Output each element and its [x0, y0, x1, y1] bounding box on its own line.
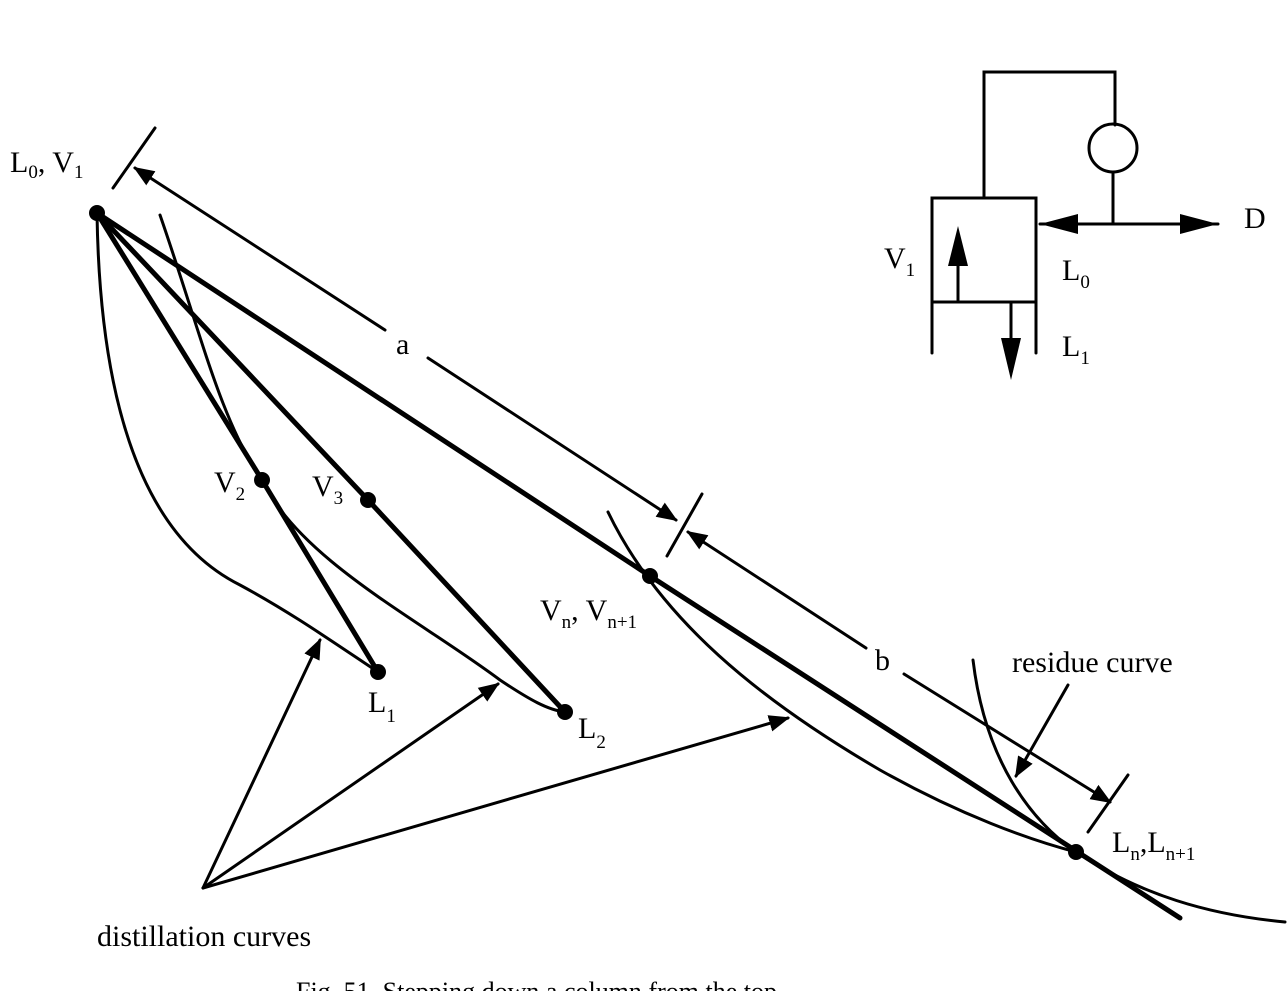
- residue-curve-pointer: [1014, 683, 1070, 778]
- dim-b-right-segment: [902, 672, 1112, 804]
- inset-label-v1: V1: [884, 242, 915, 281]
- figure-caption: Fig. 51. Stepping down a column from the…: [296, 977, 783, 991]
- point-v1: [89, 205, 105, 221]
- op-line-v2-l1: [259, 477, 381, 675]
- label-top: L0, V1: [10, 146, 83, 183]
- point-l1: [370, 664, 386, 680]
- dim-a-right-segment: [426, 356, 678, 522]
- label-l2: L2: [578, 712, 606, 753]
- distillate-arrow-icon: [1180, 214, 1218, 234]
- label-l1: L1: [368, 686, 396, 727]
- dimension-b: b: [665, 492, 1130, 834]
- pointer-curve-1: [201, 638, 322, 890]
- dim-b-label: b: [875, 644, 890, 677]
- distillation-curves: [95, 211, 1287, 924]
- label-ln: Ln,Ln+1: [1112, 826, 1195, 865]
- inset-label-l1: L1: [1062, 330, 1090, 369]
- column-top-inset: D V1 L0 L1: [884, 70, 1266, 380]
- operating-lines: [94, 210, 1183, 921]
- dim-a-left-segment: [133, 166, 387, 332]
- residue-curve-label: residue curve: [1012, 646, 1173, 679]
- inset-label-d: D: [1244, 202, 1266, 235]
- pointer-curve-2: [201, 682, 500, 890]
- point-vn: [642, 568, 658, 584]
- tie-line-v3-l2: [365, 497, 568, 715]
- tick-top: [111, 126, 157, 190]
- points: [89, 205, 1084, 860]
- tick-mid: [665, 492, 704, 558]
- liquid-down-arrow-icon: [1001, 338, 1021, 380]
- tie-line-v1-l1: [94, 210, 265, 483]
- condenser-icon: [1087, 122, 1139, 174]
- op-line-v1-v3: [94, 210, 371, 503]
- pointer-curve-n: [201, 715, 791, 890]
- distillation-curve-n: [606, 510, 1078, 854]
- vapor-up-arrow-icon: [948, 226, 968, 266]
- vapor-line: [982, 70, 1117, 198]
- op-line-v1-vn: [94, 210, 653, 579]
- label-vn: Vn, Vn+1: [540, 594, 637, 633]
- distillation-curves-label: distillation curves: [97, 920, 311, 953]
- tick-bottom: [1086, 773, 1130, 834]
- distillation-curve-2: [158, 213, 567, 714]
- point-l2: [557, 704, 573, 720]
- point-v3: [360, 492, 376, 508]
- label-v2: V2: [214, 466, 245, 505]
- point-ln: [1068, 844, 1084, 860]
- distillation-curve-1: [95, 211, 380, 674]
- top-stage-box: [930, 196, 1038, 304]
- tie-line-vn-ln: [647, 573, 1183, 921]
- dim-b-left-segment: [686, 530, 868, 650]
- distillation-pointers: [201, 638, 791, 890]
- inset-label-l0: L0: [1062, 254, 1090, 293]
- reflux-arrow-icon: [1040, 214, 1078, 234]
- point-v2: [254, 472, 270, 488]
- label-v3: V3: [312, 470, 343, 509]
- dimension-a: a: [111, 126, 678, 522]
- dim-a-label: a: [396, 328, 409, 361]
